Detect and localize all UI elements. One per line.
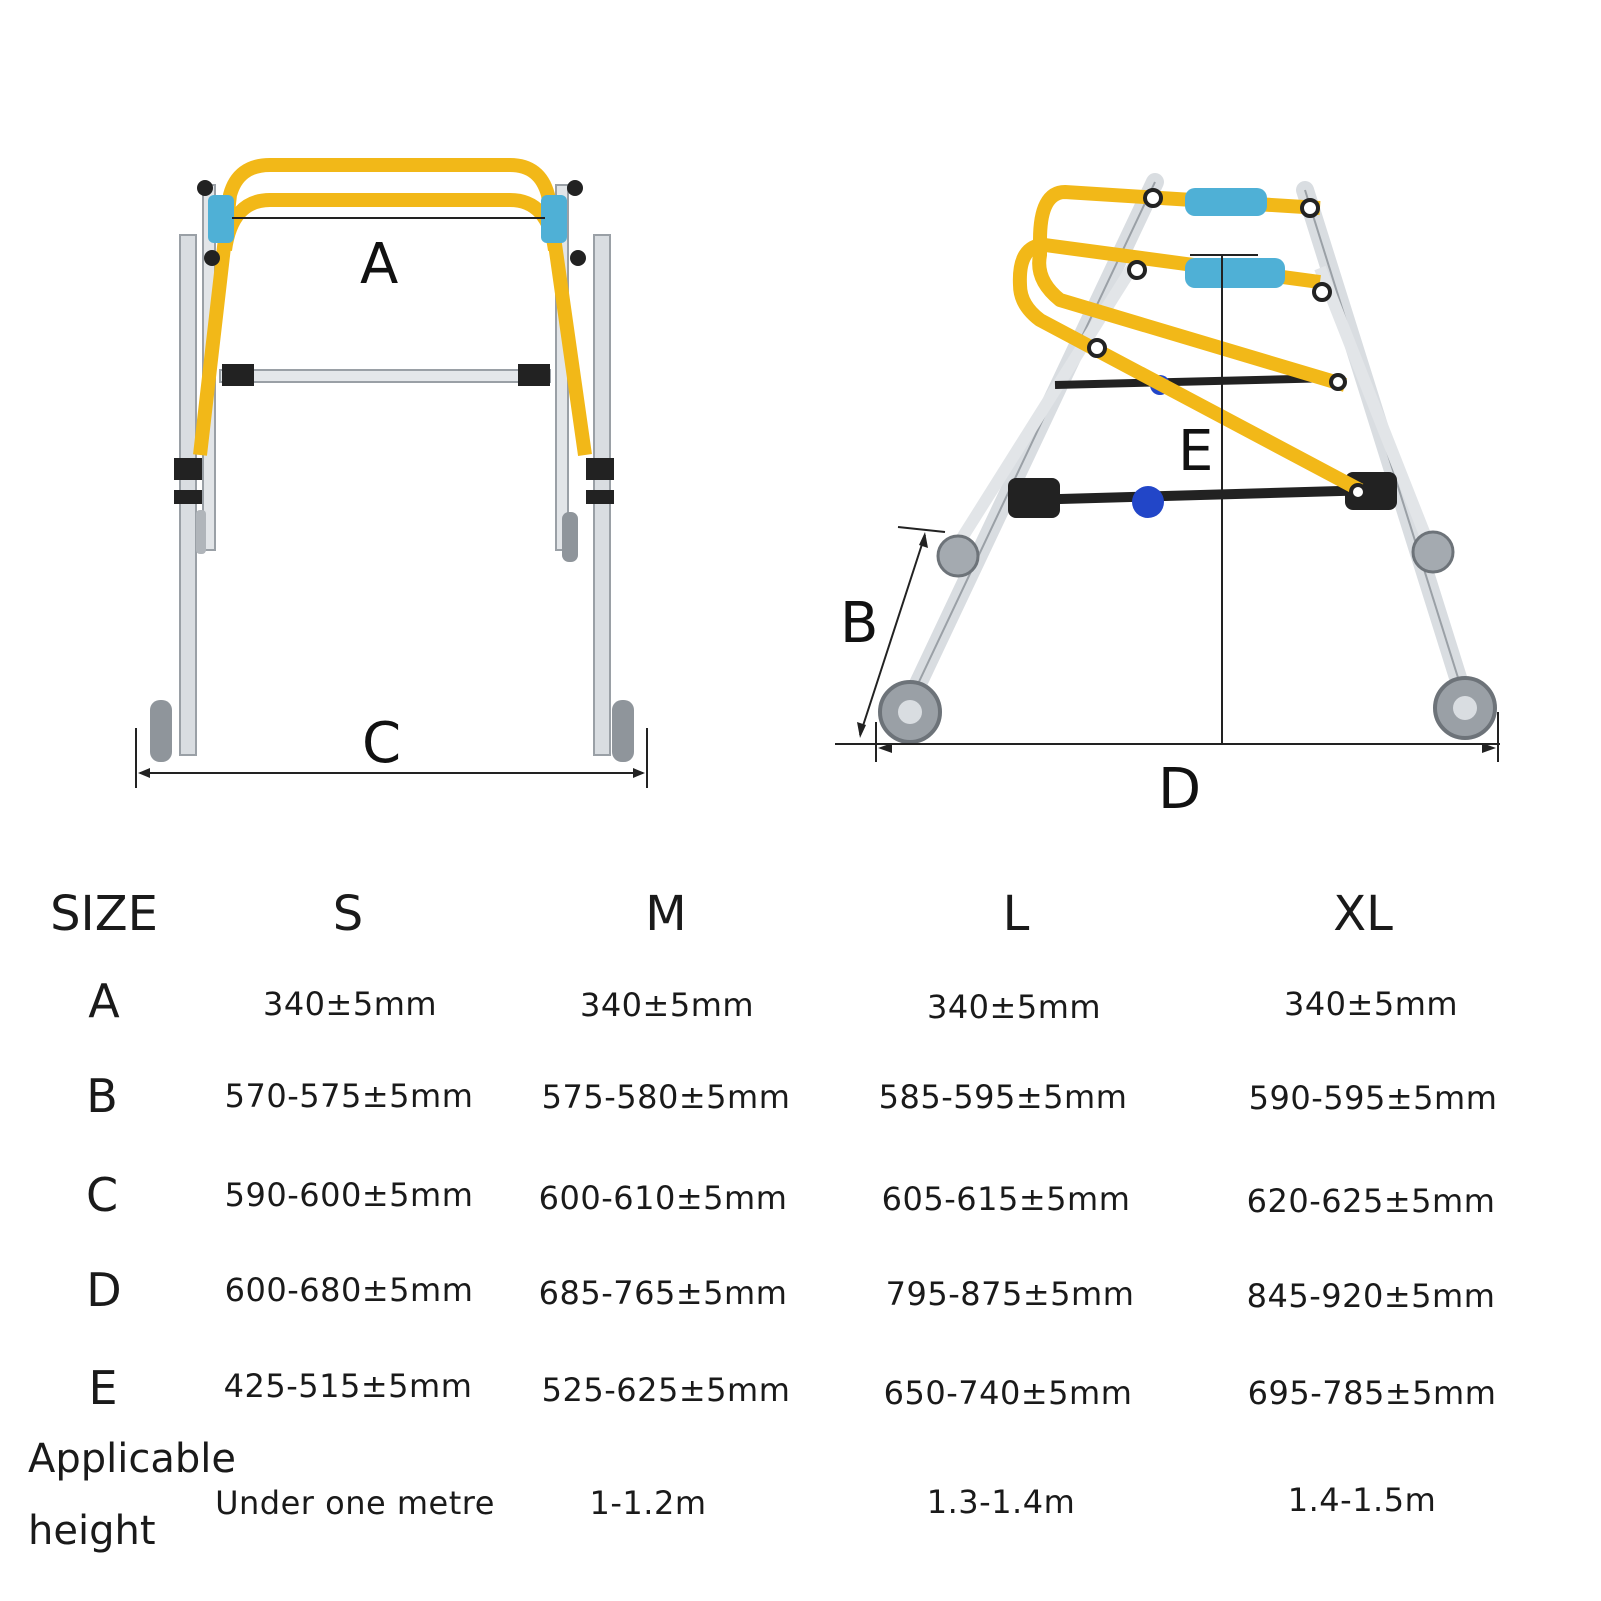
table-cell: 570-575±5mm <box>224 1077 474 1115</box>
table-cell: 1-1.2m <box>589 1484 707 1522</box>
applicable-height-label-line1: Applicable <box>28 1436 236 1482</box>
size-header-m: M <box>645 886 687 942</box>
table-cell: 795-875±5mm <box>885 1275 1135 1313</box>
size-header-s: S <box>332 886 364 942</box>
table-cell: 600-610±5mm <box>538 1179 788 1217</box>
table-cell: 845-920±5mm <box>1246 1277 1496 1315</box>
table-cell: 340±5mm <box>926 988 1102 1026</box>
table-cell: 340±5mm <box>579 986 755 1024</box>
row-label-c: C <box>85 1168 119 1222</box>
size-table: SIZE S M L XL A 340±5mm 340±5mm 340±5mm … <box>0 880 1601 1601</box>
table-cell: 590-600±5mm <box>224 1176 474 1214</box>
table-cell: 605-615±5mm <box>881 1180 1131 1218</box>
table-cell: 650-740±5mm <box>883 1374 1133 1412</box>
row-label-e: E <box>88 1361 118 1415</box>
walker-dimension-diagram: A C <box>135 158 1500 822</box>
table-cell: 340±5mm <box>1283 985 1459 1023</box>
table-cell: 620-625±5mm <box>1246 1182 1496 1220</box>
table-cell: Under one metre <box>215 1484 495 1522</box>
row-label-b: B <box>86 1069 118 1123</box>
table-cell: 695-785±5mm <box>1247 1374 1497 1412</box>
table-cell: 1.3-1.4m <box>926 1483 1076 1521</box>
table-cell: 590-595±5mm <box>1248 1079 1498 1117</box>
label-a: A <box>360 232 398 297</box>
front-view: A C <box>135 158 648 788</box>
size-header-l: L <box>1002 886 1030 942</box>
table-corner-size: SIZE <box>50 886 158 942</box>
table-cell: 425-515±5mm <box>223 1367 473 1405</box>
label-b: B <box>840 591 878 656</box>
row-label-a: A <box>88 974 120 1028</box>
label-c: C <box>362 711 401 776</box>
table-cell: 1.4-1.5m <box>1287 1481 1437 1519</box>
table-cell: 340±5mm <box>262 985 438 1023</box>
side-view: B E D <box>835 173 1500 822</box>
label-d: D <box>1158 757 1201 822</box>
table-cell: 685-765±5mm <box>538 1274 788 1312</box>
table-cell: 585-595±5mm <box>878 1078 1128 1116</box>
applicable-height-label-line2: height <box>28 1508 156 1554</box>
table-cell: 575-580±5mm <box>541 1078 791 1116</box>
table-cell: 525-625±5mm <box>541 1371 791 1409</box>
label-e: E <box>1178 419 1213 484</box>
row-label-d: D <box>86 1263 122 1317</box>
table-cell: 600-680±5mm <box>224 1271 474 1309</box>
size-header-xl: XL <box>1333 886 1393 942</box>
